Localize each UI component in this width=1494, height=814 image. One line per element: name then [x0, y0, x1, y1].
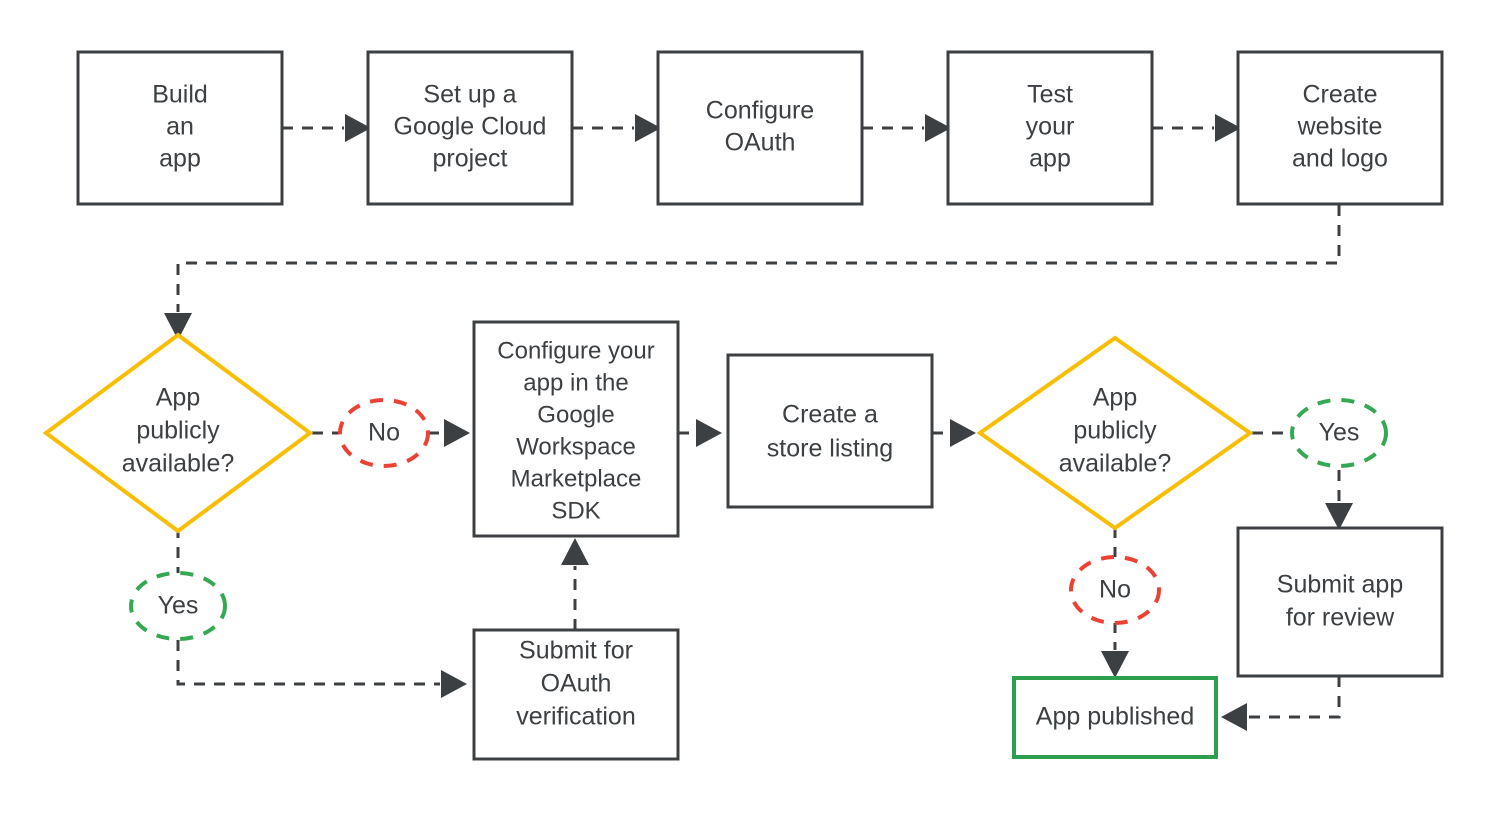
node-create-website-line-0: Create	[1302, 81, 1377, 109]
node-test-your-app-line-0: Test	[1027, 81, 1073, 109]
edge-label-yes-left-text: Yes	[158, 592, 199, 620]
node-sdk-line-0: Configure your	[497, 337, 654, 364]
edge-review-to-published	[1221, 676, 1341, 731]
edge-decision-right-yes	[1252, 431, 1353, 530]
edge-label-no-left-text: No	[368, 419, 400, 447]
node-decision-right-line-0: App	[1093, 384, 1137, 412]
node-decision-app-publicly-available-right[interactable]: App publicly available?	[976, 335, 1254, 531]
node-submit-oauth-line-1: OAuth	[541, 670, 612, 698]
edge-store-listing-to-decision-right	[932, 419, 976, 447]
edge-label-no-left: No	[338, 398, 430, 468]
node-configure-oauth-line-0: Configure	[706, 97, 814, 125]
edge-test-to-website	[1152, 114, 1241, 142]
node-submit-app-for-review[interactable]: Submit app for review	[1236, 526, 1444, 678]
node-decision-right-line-1: publicly	[1073, 417, 1157, 445]
node-test-your-app-line-2: app	[1029, 145, 1071, 173]
edge-build-to-gcp	[282, 114, 371, 142]
node-decision-left-line-0: App	[156, 384, 200, 412]
edge-decision-left-yes	[176, 527, 467, 698]
node-decision-left-line-2: available?	[122, 450, 235, 478]
node-configure-oauth[interactable]: Configure OAuth	[656, 50, 864, 206]
node-create-website-line-2: and logo	[1292, 145, 1388, 173]
edge-label-yes-right: Yes	[1290, 398, 1388, 468]
edge-label-yes-left: Yes	[129, 571, 227, 641]
node-store-listing-line-0: Create a	[782, 401, 878, 429]
node-create-store-listing[interactable]: Create a store listing	[726, 353, 934, 509]
node-decision-right-line-2: available?	[1059, 450, 1172, 478]
node-create-website-line-1: website	[1297, 113, 1383, 141]
node-sdk-line-3: Workspace	[516, 433, 636, 460]
node-gcp-project-line-2: project	[432, 145, 507, 173]
node-submit-review-line-1: for review	[1286, 604, 1395, 632]
node-sdk-line-4: Marketplace	[511, 465, 642, 492]
node-configure-app-marketplace-sdk[interactable]: Configure your app in the Google Workspa…	[472, 320, 680, 538]
node-submit-oauth-line-0: Submit for	[519, 637, 633, 665]
node-build-an-app-line-2: app	[159, 145, 201, 173]
node-gcp-project-line-1: Google Cloud	[394, 113, 547, 141]
node-test-your-app[interactable]: Test your app	[946, 50, 1154, 206]
node-build-an-app[interactable]: Build an app	[76, 50, 284, 206]
node-store-listing-line-1: store listing	[767, 435, 893, 463]
node-decision-app-publicly-available-left[interactable]: App publicly available?	[42, 332, 314, 534]
node-app-published-line-0: App published	[1036, 703, 1194, 731]
edge-decision-left-no	[312, 419, 470, 447]
edge-gcp-to-oauth	[572, 114, 661, 142]
node-build-an-app-line-1: an	[166, 113, 194, 141]
edge-label-no-right: No	[1069, 555, 1161, 625]
node-build-an-app-line-0: Build	[152, 81, 208, 109]
node-submit-oauth-line-2: verification	[516, 703, 636, 731]
node-decision-left-line-1: publicly	[136, 417, 220, 445]
node-test-your-app-line-1: your	[1026, 113, 1075, 141]
node-submit-for-oauth-verification[interactable]: Submit for OAuth verification	[472, 628, 680, 761]
node-set-up-google-cloud-project[interactable]: Set up a Google Cloud project	[366, 50, 574, 206]
node-submit-review-line-0: Submit app	[1277, 571, 1403, 599]
edge-oauth-to-test	[862, 114, 951, 142]
node-app-published[interactable]: App published	[1012, 676, 1218, 759]
node-gcp-project-line-0: Set up a	[423, 81, 516, 109]
edge-label-no-right-text: No	[1099, 576, 1131, 604]
edge-decision-right-no	[1101, 527, 1129, 678]
node-sdk-line-2: Google	[537, 401, 614, 428]
node-sdk-line-1: app in the	[523, 369, 628, 396]
edge-website-to-decision-left	[164, 205, 1341, 340]
node-create-website-and-logo[interactable]: Create website and logo	[1236, 50, 1444, 206]
node-configure-oauth-line-1: OAuth	[725, 129, 796, 157]
edge-oauth-verify-to-sdk	[561, 538, 589, 630]
edge-label-yes-right-text: Yes	[1319, 419, 1360, 447]
edge-sdk-to-store-listing	[678, 419, 722, 447]
node-sdk-line-5: SDK	[551, 497, 600, 524]
